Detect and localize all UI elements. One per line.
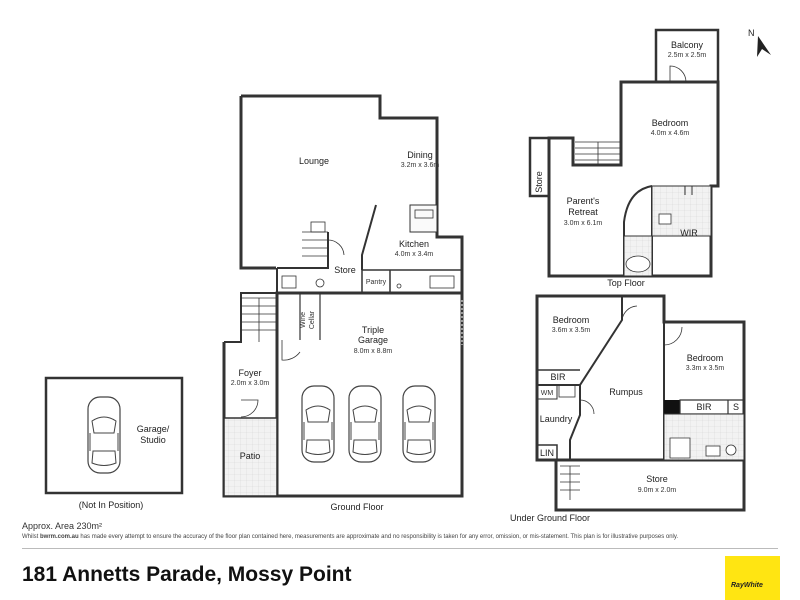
room-bir-1: BIR [550,372,566,382]
room-ug-store-dims: 9.0m x 2.0m [638,487,677,494]
room-top-store: Store [534,171,544,193]
disclaimer-site: bwrm.com.au [40,534,79,540]
top-floor-labels: Balcony 2.5m x 2.5m Bedroom 4.0m x 4.6m … [534,40,706,288]
room-ug-bedroom-1-dims: 3.6m x 3.5m [552,327,591,334]
top-floor-title: Top Floor [607,278,645,288]
garage-studio-label-1: Garage/ [137,424,170,434]
raywhite-logo-text: RayWhite [731,582,763,589]
footer-divider [22,548,778,549]
room-ug-bedroom-2: Bedroom [687,353,724,363]
ground-floor-plan [222,94,464,498]
room-bir-2: BIR [696,402,712,412]
room-laundry: Laundry [540,414,573,424]
room-store: Store [334,265,356,275]
room-parents-retreat-dims: 3.0m x 6.1m [564,220,603,227]
garage-studio-label-2: Studio [140,435,166,445]
disclaimer-text: has made every attempt to ensure the acc… [78,534,679,540]
disclaimer-prefix: Whilst [22,534,40,540]
room-rumpus: Rumpus [609,387,643,397]
room-dining-dims: 3.2m x 3.6m [401,162,440,169]
room-top-bedroom-dims: 4.0m x 4.6m [651,130,690,137]
room-pantry: Pantry [366,279,387,286]
room-dining: Dining [407,150,433,160]
garage-studio-plan: Garage/ Studio (Not In Position) [44,376,184,510]
room-balcony: Balcony [671,40,704,50]
compass-icon: N [748,28,771,57]
under-ground-floor-plan [535,294,746,512]
room-balcony-dims: 2.5m x 2.5m [668,52,707,59]
room-lin: LIN [540,448,554,458]
room-kitchen-dims: 4.0m x 3.4m [395,251,434,258]
room-patio: Patio [240,451,261,461]
room-triple-garage-dims: 8.0m x 8.8m [354,348,393,355]
room-parents-retreat-2: Retreat [568,207,598,217]
ground-floor-title: Ground Floor [330,502,383,512]
disclaimer: Whilst bwrm.com.au has made every attemp… [22,534,678,540]
room-ug-bedroom-1: Bedroom [553,315,590,325]
room-foyer: Foyer [238,368,261,378]
approx-area: Approx. Area 230m² [22,521,103,531]
room-wir: WIR [680,228,698,238]
room-triple-garage-1: Triple [362,325,384,335]
room-wine-cellar-1: Wine [300,312,307,328]
room-triple-garage-2: Garage [358,335,388,345]
ground-floor-labels: Lounge Dining 3.2m x 3.6m Kitchen 4.0m x… [231,150,440,512]
room-ug-store: Store [646,474,668,484]
room-kitchen: Kitchen [399,239,429,249]
property-address: 181 Annetts Parade, Mossy Point [22,563,352,586]
room-wm: WM [541,390,554,397]
room-top-bedroom: Bedroom [652,118,689,128]
room-s: S [733,402,739,412]
garage-studio-note: (Not In Position) [79,500,144,510]
room-ug-bedroom-2-dims: 3.3m x 3.5m [686,365,725,372]
room-parents-retreat-1: Parent's [567,196,600,206]
room-foyer-dims: 2.0m x 3.0m [231,380,270,387]
under-ground-floor-title: Under Ground Floor [510,513,590,523]
under-ground-floor-labels: Bedroom 3.6m x 3.5m Bedroom 3.3m x 3.5m … [510,315,739,523]
raywhite-logo: RayWhite [725,556,780,600]
top-floor-plan [528,28,720,278]
room-lounge: Lounge [299,156,329,166]
room-wine-cellar-2: Cellar [309,310,316,329]
compass-label: N [748,28,755,38]
